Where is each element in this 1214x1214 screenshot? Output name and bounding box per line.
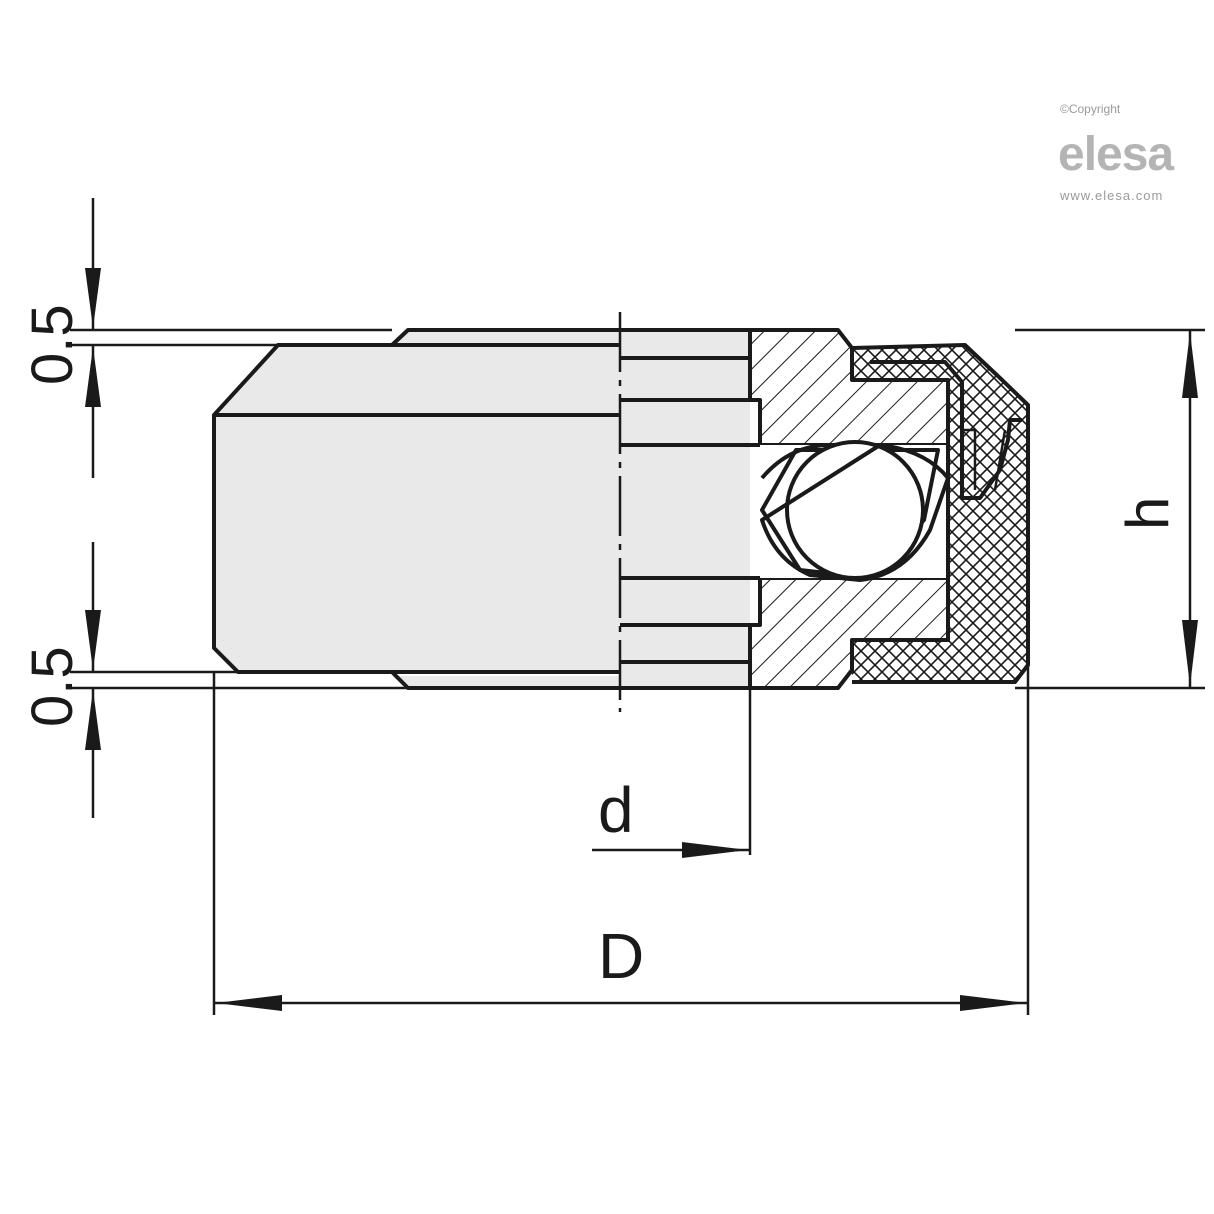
dimension-top-offset: 0.5 (20, 198, 392, 478)
top-offset-label: 0.5 (20, 304, 85, 385)
copyright-watermark: ©Copyright elesa www.elesa.com (1058, 102, 1175, 203)
dimension-height: h (1015, 328, 1205, 690)
height-label: h (1114, 497, 1181, 530)
bottom-offset-label: 0.5 (20, 646, 85, 727)
housing-body (212, 328, 620, 690)
dimension-bottom-offset: 0.5 (20, 542, 408, 818)
bore-label: d (598, 774, 634, 846)
copyright-text: ©Copyright (1060, 102, 1121, 116)
dimension-outer-diameter: D (212, 665, 1030, 1015)
outer-diameter-label: D (598, 920, 644, 992)
ball-cage (760, 443, 950, 582)
dimension-bore: d (592, 688, 752, 858)
inner-ring-region (620, 328, 760, 690)
website-url: www.elesa.com (1059, 188, 1163, 203)
tyre-section (851, 343, 1030, 684)
elesa-logo: elesa (1058, 128, 1174, 181)
